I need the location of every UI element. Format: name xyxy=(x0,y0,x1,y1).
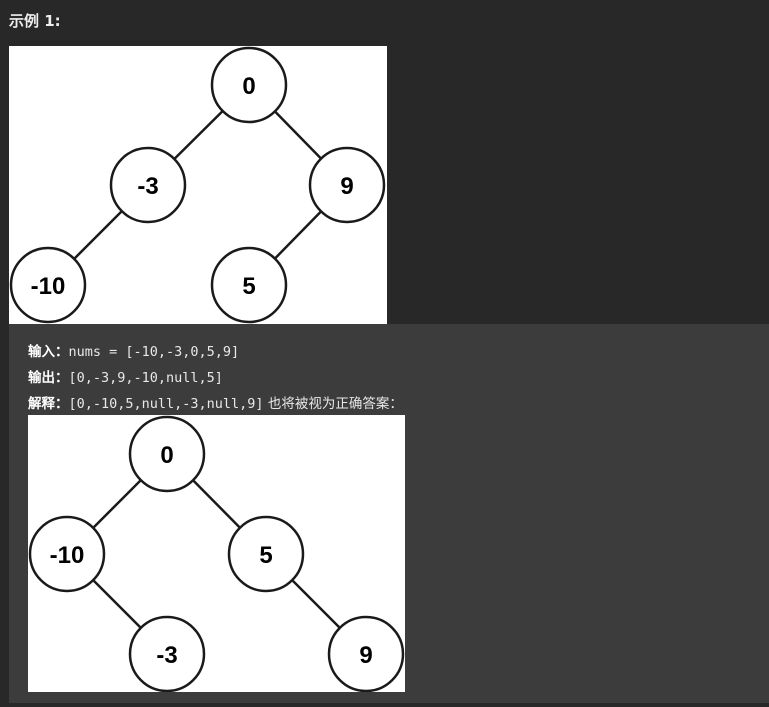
example-heading: 示例 1: xyxy=(9,12,61,30)
tree1-node-label: -3 xyxy=(137,173,158,200)
tree1-edge xyxy=(274,110,322,160)
output-line: 输出：[0,-3,9,-10,null,5] xyxy=(28,366,223,386)
output-label: 输出： xyxy=(28,370,69,386)
explain-label: 解释： xyxy=(28,396,69,412)
tree1-node-label: 9 xyxy=(340,173,353,200)
output-value: [0,-3,9,-10,null,5] xyxy=(68,370,223,386)
tree-diagram-2: 0 -10 5 -3 9 xyxy=(28,415,405,692)
input-line: 输入：nums = [-10,-3,0,5,9] xyxy=(28,340,239,360)
tree2-node-label: 0 xyxy=(160,442,173,469)
explain-value: [0,-10,5,null,-3,null,9] xyxy=(68,396,264,412)
tree1-node-label: 0 xyxy=(242,73,255,100)
tree1-edge xyxy=(274,210,322,260)
tree1-node-circle xyxy=(109,146,187,224)
tree1-edge xyxy=(173,110,224,160)
tree2-node-circle xyxy=(128,615,206,692)
explain-text: 也将被视为正确答案： xyxy=(263,396,403,412)
tree1-node-circle xyxy=(308,146,386,224)
tree2-node-label: 5 xyxy=(259,542,272,569)
tree1-edge xyxy=(73,210,123,260)
tree2-edge xyxy=(192,479,241,529)
input-label: 输入： xyxy=(28,344,69,360)
tree1-node-circle xyxy=(210,246,288,324)
explain-line: 解释：[0,-10,5,null,-3,null,9] 也将被视为正确答案： xyxy=(28,392,403,412)
tree1-node-circle xyxy=(210,46,288,124)
tree2-edge xyxy=(291,579,341,629)
tree2-node-circle xyxy=(227,515,305,593)
tree2-node-label: -10 xyxy=(50,542,85,569)
tree-image-2: 0 -10 5 -3 9 xyxy=(28,415,405,692)
tree2-node-circle xyxy=(327,615,405,692)
tree1-node-circle xyxy=(9,246,87,324)
tree-image-1: 0 -3 9 -10 5 xyxy=(9,46,387,324)
tree2-edge xyxy=(92,479,142,529)
tree2-node-label: -3 xyxy=(156,642,177,669)
tree-diagram-1: 0 -3 9 -10 5 xyxy=(9,46,386,324)
tree2-node-label: 9 xyxy=(359,642,372,669)
tree2-node-circle xyxy=(128,415,206,493)
tree2-node-circle xyxy=(28,515,106,593)
tree1-node-label: -10 xyxy=(31,273,66,300)
input-value: nums = [-10,-3,0,5,9] xyxy=(68,344,240,360)
tree1-node-label: 5 xyxy=(242,273,255,300)
tree2-edge xyxy=(92,579,142,629)
